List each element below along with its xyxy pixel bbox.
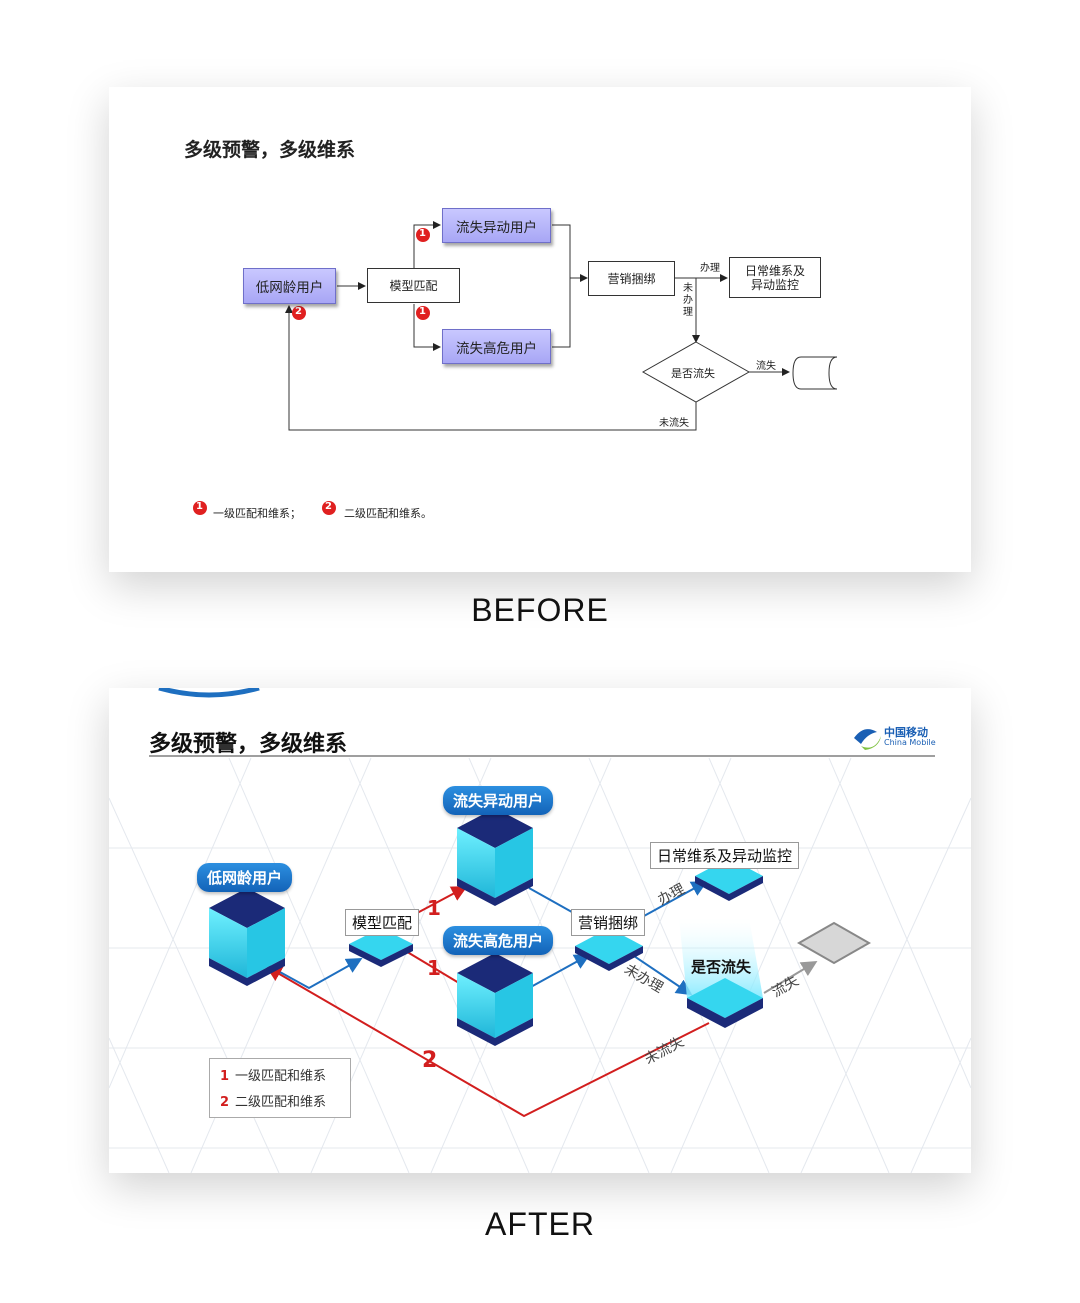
before-slide: 多级预警，多级维系 xyxy=(109,87,971,572)
before-caption: BEFORE xyxy=(471,592,609,628)
storage-shape xyxy=(792,356,838,390)
legend-badge-one xyxy=(193,501,207,515)
a-edge-not-churned-loop xyxy=(265,965,710,1118)
logo-cn: 中国移动 xyxy=(884,726,928,739)
a-legend-row-2: 2 二级匹配和维系 xyxy=(220,1091,326,1110)
logo-icon xyxy=(854,729,881,750)
label-not-churned: 未流失 xyxy=(659,418,689,429)
cube-low-tenure xyxy=(209,888,285,986)
a-node-marketing-binding: 营销捆绑 xyxy=(571,909,646,936)
badge-one-top-text: 1 xyxy=(419,228,426,239)
after-slide: 多级预警，多级维系 中国移动 China Mobile 低网龄用户 模型匹配 流… xyxy=(109,688,971,1173)
a-node-daily-maintain: 日常维系及异动监控 xyxy=(650,842,800,869)
badge-one-top xyxy=(416,228,430,242)
a-marker-one-top: 1 xyxy=(427,896,441,920)
edge-model-to-highrisk xyxy=(413,304,441,351)
tile-churned xyxy=(796,921,872,965)
cube-churn-high-risk xyxy=(457,953,533,1046)
node-is-churn: 是否流失 xyxy=(671,367,715,380)
label-churned: 流失 xyxy=(756,361,776,372)
a-edge-model-to-highrisk xyxy=(403,949,460,984)
badge-one-bottom xyxy=(416,306,430,320)
node-churn-anomaly: 流失异动用户 xyxy=(442,208,551,243)
before-title: 多级预警，多级维系 xyxy=(184,139,356,161)
top-decoration xyxy=(158,688,260,698)
edge-model-to-anomaly xyxy=(413,221,441,268)
a-node-model-match: 模型匹配 xyxy=(345,909,420,936)
legend-badge-two-text: 2 xyxy=(325,501,332,512)
a-legend-num-1: 1 xyxy=(220,1069,230,1084)
a-edge-marketing-to-daily xyxy=(643,881,708,917)
tile-is-churn xyxy=(679,918,763,1028)
label-not-handled: 未 办 理 xyxy=(683,283,693,318)
a-node-is-churn: 是否流失 xyxy=(691,958,752,976)
node-model-match: 模型匹配 xyxy=(367,268,460,303)
legend-item-1: 一级匹配和维系； xyxy=(213,507,301,520)
badge-two-text: 2 xyxy=(295,306,302,317)
a-legend-num-2: 2 xyxy=(220,1095,230,1110)
legend-item-2: 二级匹配和维系。 xyxy=(344,507,432,520)
before-connectors xyxy=(193,221,838,515)
node-marketing-binding: 营销捆绑 xyxy=(588,261,675,296)
a-edge-marketing-to-decision xyxy=(633,955,693,996)
legend-badge-one-text: 1 xyxy=(196,501,203,512)
a-marker-two: 2 xyxy=(422,1048,438,1073)
edge-merge xyxy=(552,224,571,348)
decision-diamond xyxy=(641,341,751,403)
edge-not-churned-loop xyxy=(285,305,697,431)
a-node-churn-high-risk: 流失高危用户 xyxy=(443,926,554,955)
logo-en: China Mobile xyxy=(884,738,936,747)
label-handled: 办理 xyxy=(700,263,720,274)
badge-one-bottom-text: 1 xyxy=(419,306,426,317)
tile-marketing-binding xyxy=(575,928,643,971)
a-node-churn-anomaly: 流失异动用户 xyxy=(443,786,554,815)
node-daily-maintain: 日常维系及 异动监控 xyxy=(729,257,821,298)
tile-model-match xyxy=(349,928,413,967)
node-low-tenure: 低网龄用户 xyxy=(243,268,336,304)
a-legend-text-2: 二级匹配和维系 xyxy=(235,1095,327,1110)
a-legend: 1 一级匹配和维系 2 二级匹配和维系 xyxy=(209,1058,351,1118)
a-node-low-tenure: 低网龄用户 xyxy=(197,863,293,892)
node-churn-high-risk: 流失高危用户 xyxy=(442,329,551,364)
cube-churn-anomaly xyxy=(457,808,533,906)
a-legend-text-1: 一级匹配和维系 xyxy=(235,1069,327,1084)
after-caption: AFTER xyxy=(485,1206,595,1242)
a-edge-decision-to-churned xyxy=(763,960,818,994)
badge-two xyxy=(292,306,306,320)
legend-badge-two xyxy=(322,501,336,515)
after-graphics xyxy=(109,688,971,1173)
a-edge-anomaly-to-marketing xyxy=(528,887,580,917)
a-legend-row-1: 1 一级匹配和维系 xyxy=(220,1065,326,1084)
a-marker-one-bottom: 1 xyxy=(427,956,441,980)
after-title: 多级预警，多级维系 xyxy=(149,732,348,757)
a-edge-highrisk-to-marketing xyxy=(528,954,591,989)
